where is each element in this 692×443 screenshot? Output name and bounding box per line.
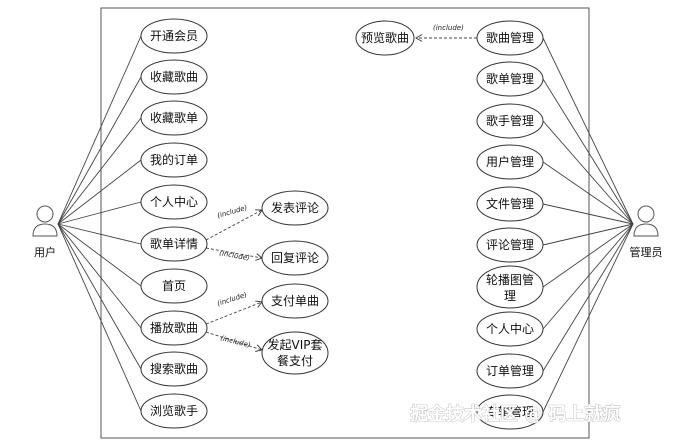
use-case-label: 个人中心 [486, 321, 534, 336]
use-case-label: 支付单曲 [271, 294, 319, 308]
use-case-label: 搜索歌曲 [150, 361, 198, 376]
use-case-order-management[interactable]: 订单管理 [476, 353, 544, 389]
use-case-label: 浏览歌手 [150, 403, 198, 418]
use-case-user-management[interactable]: 用户管理 [476, 144, 544, 180]
association-line-user [57, 117, 142, 225]
use-case-label: 发表评论 [271, 200, 319, 215]
association-line-admin [542, 203, 634, 225]
association-line-admin [542, 223, 634, 246]
association-line-admin [542, 223, 634, 330]
use-case-preview-song[interactable]: 预览歌曲 [355, 20, 415, 56]
use-case-label: 评论管理 [486, 237, 534, 252]
use-case-favorite-playlist[interactable]: 收藏歌单 [140, 100, 208, 136]
use-case-label: 用户管理 [486, 154, 534, 169]
use-case-label-line1: 发起VIP套 [268, 337, 323, 352]
use-case-label: 歌手管理 [486, 113, 534, 128]
use-case-label-line1: 轮播图管 [486, 272, 534, 287]
association-line-admin [542, 37, 634, 225]
association-line-admin [542, 223, 634, 288]
use-case-singer-management[interactable]: 歌手管理 [476, 103, 544, 139]
use-case-label: 我的订单 [150, 152, 198, 167]
use-case-comment-management[interactable]: 评论管理 [476, 227, 544, 263]
use-case-label: 专辑管理 [486, 404, 534, 419]
association-line-admin [542, 78, 634, 225]
include-label-reply-comment: (include) [219, 249, 251, 262]
association-line-admin [542, 161, 634, 225]
use-case-post-comment[interactable]: 发表评论 [261, 190, 329, 226]
use-case-search-song[interactable]: 搜索歌曲 [140, 351, 208, 387]
use-case-album-management[interactable]: 专辑管理 [476, 394, 544, 430]
use-case-label: 文件管理 [486, 196, 534, 211]
use-case-label-line2: 餐支付 [277, 353, 313, 368]
use-case-favorite-song[interactable]: 收藏歌曲 [140, 59, 208, 95]
include-line-reply-comment [205, 247, 262, 258]
use-case-label: 回复评论 [271, 251, 319, 265]
admin-actor-icon[interactable] [633, 205, 659, 237]
include-label-post-comment: (include) [216, 204, 248, 220]
use-case-label: 收藏歌单 [150, 110, 198, 125]
association-line-user [57, 223, 142, 287]
use-case-play-song[interactable]: 播放歌曲 [140, 310, 208, 346]
use-case-label: 预览歌曲 [361, 30, 409, 45]
association-line-admin [542, 120, 634, 225]
association-line-admin [542, 223, 634, 413]
use-case-label: 歌单详情 [150, 236, 198, 251]
system-boundary [100, 7, 590, 439]
use-case-playlist-management[interactable]: 歌单管理 [476, 61, 544, 97]
include-line-pay-single-song [205, 302, 262, 325]
use-case-playlist-detail[interactable]: 歌单详情 [140, 226, 208, 262]
use-case-label: 订单管理 [486, 363, 534, 378]
include-label-vip-payment: (include) [220, 334, 252, 349]
user-actor-icon[interactable] [32, 205, 58, 237]
user-actor-label: 用户 [34, 245, 56, 259]
watermark-text: 掘金技术社区 @ 码上就疯 [410, 403, 621, 425]
use-case-label-line2: 理 [504, 289, 516, 303]
association-line-user [57, 223, 142, 370]
use-case-label: 歌单管理 [486, 71, 534, 86]
association-line-user [57, 223, 142, 245]
association-line-user [57, 76, 142, 225]
use-case-pay-single-song[interactable]: 支付单曲 [261, 283, 329, 319]
use-case-file-management[interactable]: 文件管理 [476, 186, 544, 222]
association-line-user [57, 35, 142, 225]
use-case-label: 开通会员 [150, 29, 198, 43]
use-case-open-membership[interactable]: 开通会员 [140, 18, 208, 54]
use-case-carousel-management[interactable]: 轮播图管 理 [476, 265, 544, 309]
use-case-label: 播放歌曲 [150, 320, 198, 335]
include-label-pay-single-song: (include) [216, 291, 248, 308]
use-case-label: 首页 [162, 279, 186, 293]
use-case-label: 个人中心 [150, 194, 198, 209]
include-line-post-comment [205, 210, 262, 241]
use-case-home[interactable]: 首页 [140, 268, 208, 304]
use-case-vip-package-payment[interactable]: 发起VIP套 餐支付 [261, 331, 329, 375]
use-case-personal-center[interactable]: 个人中心 [140, 184, 208, 220]
association-line-admin [542, 223, 634, 372]
association-line-user [57, 159, 142, 225]
admin-actor-label: 管理员 [630, 245, 663, 259]
use-case-admin-personal-center[interactable]: 个人中心 [476, 311, 544, 347]
use-case-label: 歌曲管理 [486, 30, 534, 45]
association-line-user [57, 223, 142, 329]
include-label-preview-song: (include) [433, 24, 464, 32]
association-line-user [57, 201, 142, 225]
use-case-song-management[interactable]: 歌曲管理 [476, 20, 544, 56]
association-line-user [57, 223, 142, 412]
use-case-reply-comment[interactable]: 回复评论 [261, 240, 329, 276]
use-case-browse-singer[interactable]: 浏览歌手 [140, 393, 208, 429]
use-case-label: 收藏歌曲 [150, 69, 198, 84]
use-case-my-orders[interactable]: 我的订单 [140, 142, 208, 178]
